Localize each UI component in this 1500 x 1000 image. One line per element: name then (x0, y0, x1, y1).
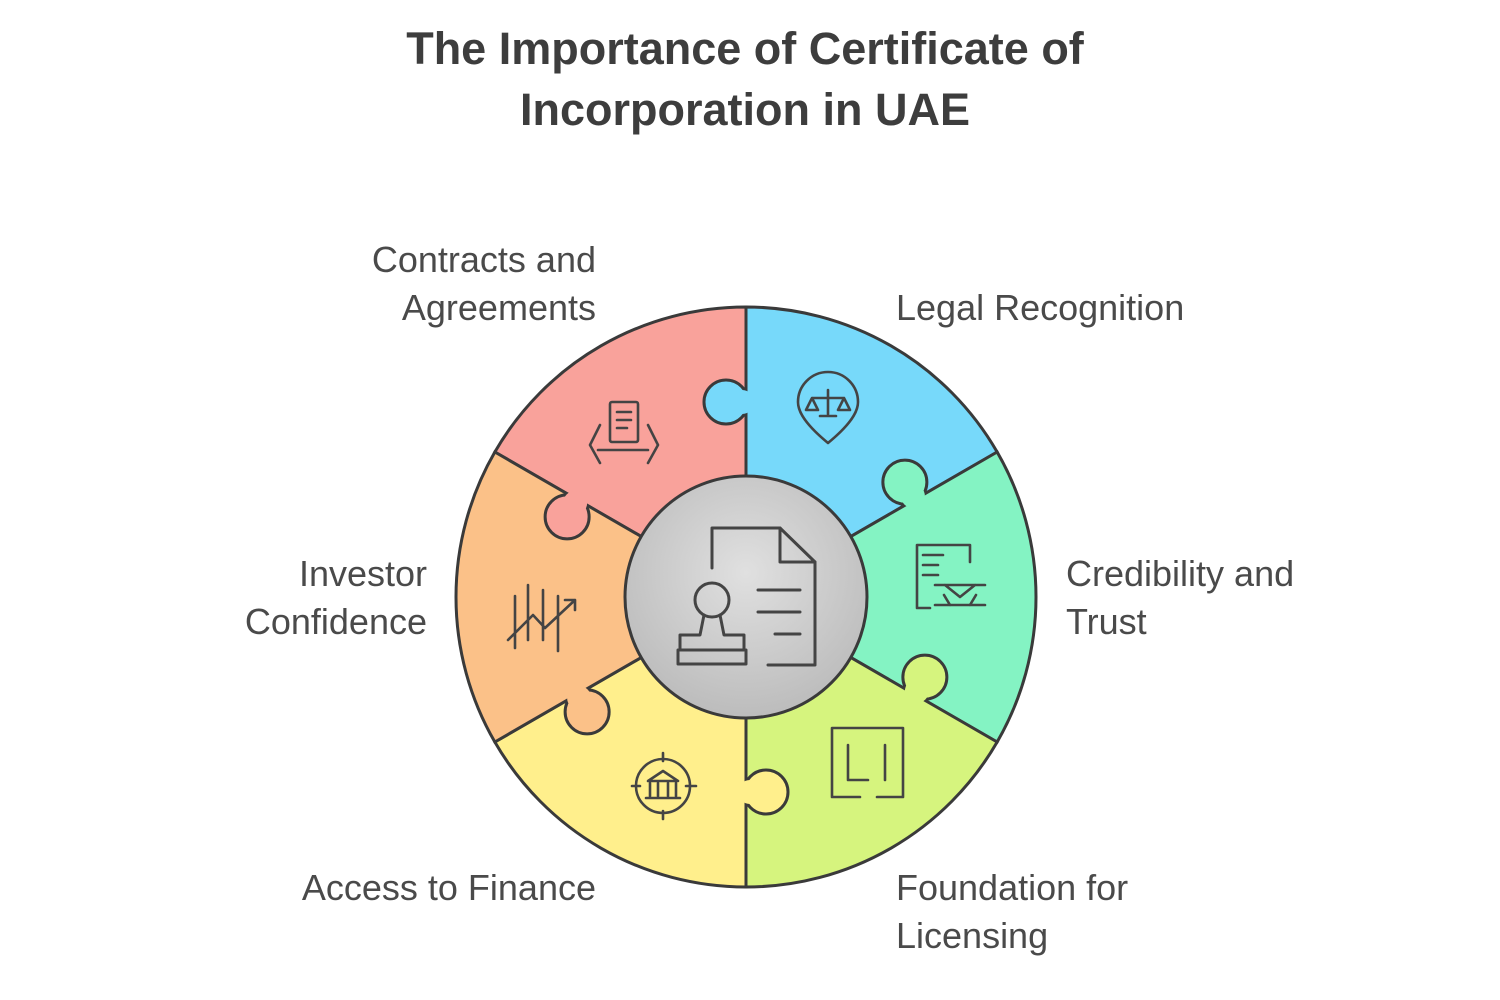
document-handshake-icon (915, 543, 987, 610)
puzzle-knob-neck (904, 679, 929, 704)
certificate-stamp-icon (676, 526, 817, 667)
puzzle-piece-5 (454, 449, 749, 745)
growth-chart-icon (506, 583, 577, 653)
puzzle-knob-neck (730, 390, 754, 414)
label-access-to-finance: Access to Finance (301, 867, 596, 908)
puzzle-knob-neck (567, 685, 592, 710)
label-contracts-and-agreements: Contracts and Agreements (371, 239, 596, 328)
diagram-title: The Importance of Certificate of Incorpo… (406, 23, 1084, 135)
label-legal-recognition: Legal Recognition (896, 287, 1185, 328)
bank-target-icon (630, 751, 698, 821)
label-foundation-for-licensing: Foundation for Licensing (896, 867, 1129, 956)
puzzle-knob-neck (738, 780, 762, 804)
puzzle-knob-neck (900, 484, 925, 509)
puzzle-knob-neck (563, 490, 588, 515)
puzzle-piece-2 (743, 449, 1038, 745)
label-credibility-and-trust: Credibility and Trust (1066, 553, 1295, 642)
frame-blocks-icon (830, 726, 905, 799)
label-investor-confidence: Investor Confidence (244, 553, 427, 642)
center-circle (623, 474, 869, 720)
contract-hands-icon (588, 400, 660, 465)
scales-pin-icon (796, 370, 860, 445)
